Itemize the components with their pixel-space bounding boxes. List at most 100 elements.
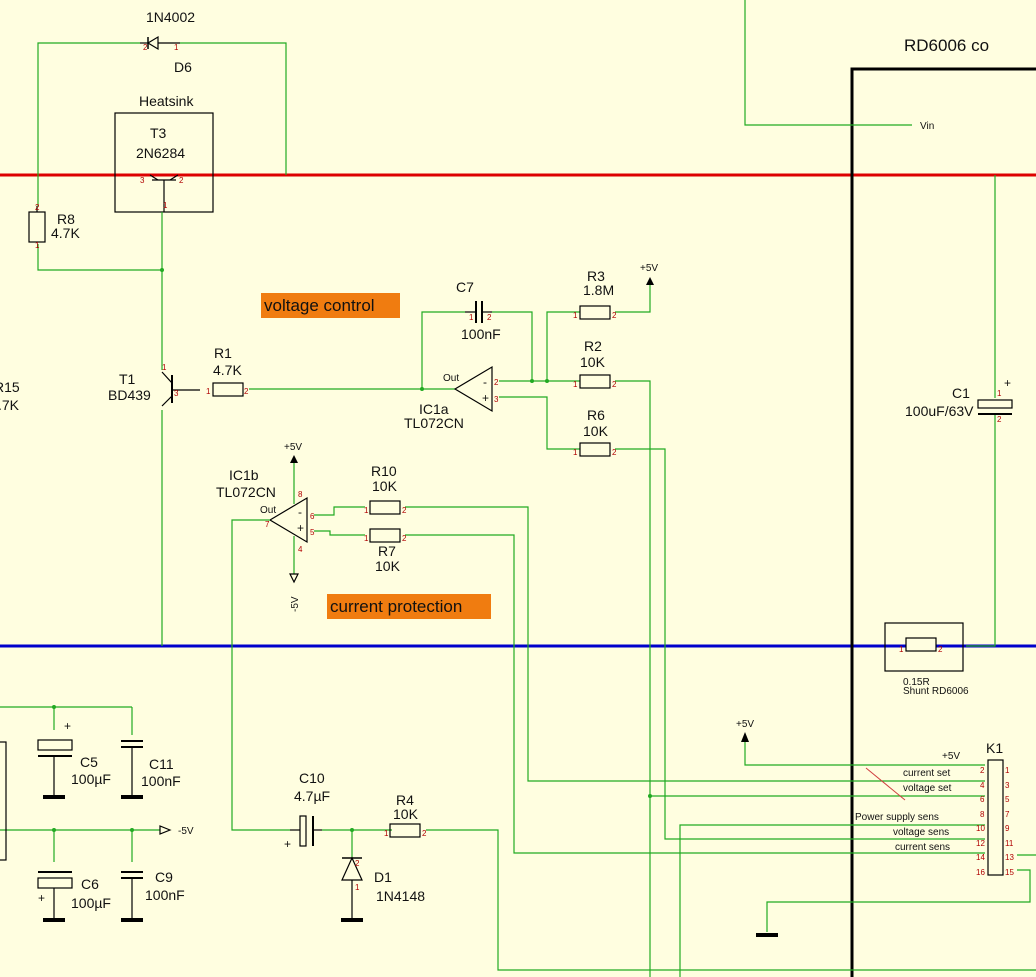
ic1b-plus-wire (314, 530, 985, 854)
voltage-control-label: voltage control (264, 296, 375, 315)
r3-5v-label: +5V (640, 263, 658, 274)
svg-text:+: + (482, 391, 489, 405)
c7-value: 100nF (461, 326, 501, 342)
voltage-control-highlight (261, 293, 400, 318)
t1-part: BD439 (108, 387, 151, 403)
svg-text:2: 2 (997, 415, 1002, 424)
svg-text:8: 8 (298, 490, 303, 499)
c11-value: 100nF (141, 773, 181, 789)
k1-ref: K1 (986, 740, 1003, 756)
c7-ref: C7 (456, 279, 474, 295)
d6-ref: D6 (174, 59, 192, 75)
k1-pin-right: 1 (1005, 766, 1010, 775)
r6-ref: R6 (587, 407, 605, 423)
svg-text:1: 1 (899, 645, 904, 654)
c11-ref: C11 (149, 756, 174, 772)
node-voltage-set (648, 794, 652, 798)
c1-capacitor: + 12 (977, 376, 1013, 424)
r4-ref: R4 (396, 792, 414, 808)
r4-value: 10K (393, 806, 419, 822)
t1-transistor: 13 (161, 363, 200, 407)
k1-signal-5v: +5V (942, 751, 960, 762)
r3-ref: R3 (587, 268, 605, 284)
ic1b-out-wire (231, 519, 290, 831)
ic1a-minus-wire (499, 285, 651, 382)
ic1b-m5v-arrow (289, 573, 299, 584)
k1-signal-current-set: current set (903, 768, 950, 779)
svg-text:2: 2 (494, 378, 499, 387)
c6-capacitor: + (37, 871, 73, 922)
left-connector (0, 741, 7, 861)
k1-pin-left: 16 (976, 868, 985, 877)
c6-value: 100µF (71, 895, 111, 911)
k1-pin-labels: 2 4 6 8 10 12 14 16 1 3 5 7 9 11 13 15 (976, 766, 1014, 877)
c7-feedback-wire (421, 311, 533, 389)
node-r3-junction (545, 379, 549, 383)
svg-text:2: 2 (938, 645, 943, 654)
r4-resistor (389, 823, 421, 838)
ic1b-part: TL072CN (216, 484, 276, 500)
c1-wire (966, 175, 996, 647)
rd6006-frame (850, 67, 1036, 977)
svg-text:3: 3 (494, 395, 499, 404)
svg-text:1: 1 (206, 387, 211, 396)
k1-pin-right: 3 (1005, 781, 1010, 790)
c9-ref: C9 (155, 869, 173, 885)
c9-capacitor (121, 871, 143, 922)
svg-text:+: + (38, 891, 45, 905)
svg-text:+: + (64, 719, 71, 733)
r15-value: .7K (0, 397, 20, 413)
m5v-arrow (159, 825, 172, 835)
c5-ref: C5 (80, 754, 98, 770)
node-c6 (52, 828, 56, 832)
svg-text:3: 3 (140, 176, 145, 185)
d1-diode: 21 (341, 856, 363, 922)
d1-part: 1N4148 (376, 888, 425, 904)
svg-text:2: 2 (35, 203, 40, 212)
r7-value: 10K (375, 558, 401, 574)
svg-text:+: + (1004, 376, 1011, 390)
k1-pin-right: 13 (1005, 853, 1014, 862)
svg-text:2: 2 (355, 859, 360, 868)
d6-loop-wire (37, 42, 287, 206)
svg-text:6: 6 (310, 512, 315, 521)
c1-value: 100uF/63V (905, 403, 974, 419)
c11-capacitor (121, 740, 143, 799)
c6-ref: C6 (81, 876, 99, 892)
ic1a-part: TL072CN (404, 415, 464, 431)
c5-value: 100µF (71, 771, 111, 787)
svg-text:1: 1 (35, 241, 40, 250)
ic1b-out-label: Out (260, 505, 276, 516)
c5-capacitor: + (37, 719, 73, 799)
vin-label: Vin (920, 121, 934, 132)
svg-text:+: + (297, 521, 304, 535)
node-t1-collector (160, 268, 164, 272)
c10-capacitor: + (284, 815, 322, 851)
k1-pin-left: 6 (980, 795, 985, 804)
shunt-box (884, 622, 964, 672)
svg-text:3: 3 (174, 389, 179, 398)
k1-pin-right: 9 (1005, 824, 1010, 833)
ic1a-ref: IC1a (419, 401, 449, 417)
k1-5v-arrow (741, 732, 749, 742)
c9-value: 100nF (145, 887, 185, 903)
svg-text:2: 2 (402, 534, 407, 543)
svg-text:7: 7 (265, 520, 270, 529)
r7-ref: R7 (378, 543, 396, 559)
r8-resistor (28, 211, 46, 243)
svg-text:1: 1 (162, 363, 167, 372)
k1-connector (987, 759, 1004, 876)
ic1b-5v-label: +5V (284, 442, 302, 453)
vin-wire (744, 0, 912, 126)
r10-value: 10K (372, 478, 398, 494)
r2-resistor (579, 374, 611, 389)
svg-text:2: 2 (612, 311, 617, 320)
r8-wire (37, 244, 162, 271)
r1-ref: R1 (214, 345, 232, 361)
k1-pin-right: 5 (1005, 795, 1010, 804)
svg-text:2: 2 (143, 43, 148, 52)
svg-text:1: 1 (364, 534, 369, 543)
